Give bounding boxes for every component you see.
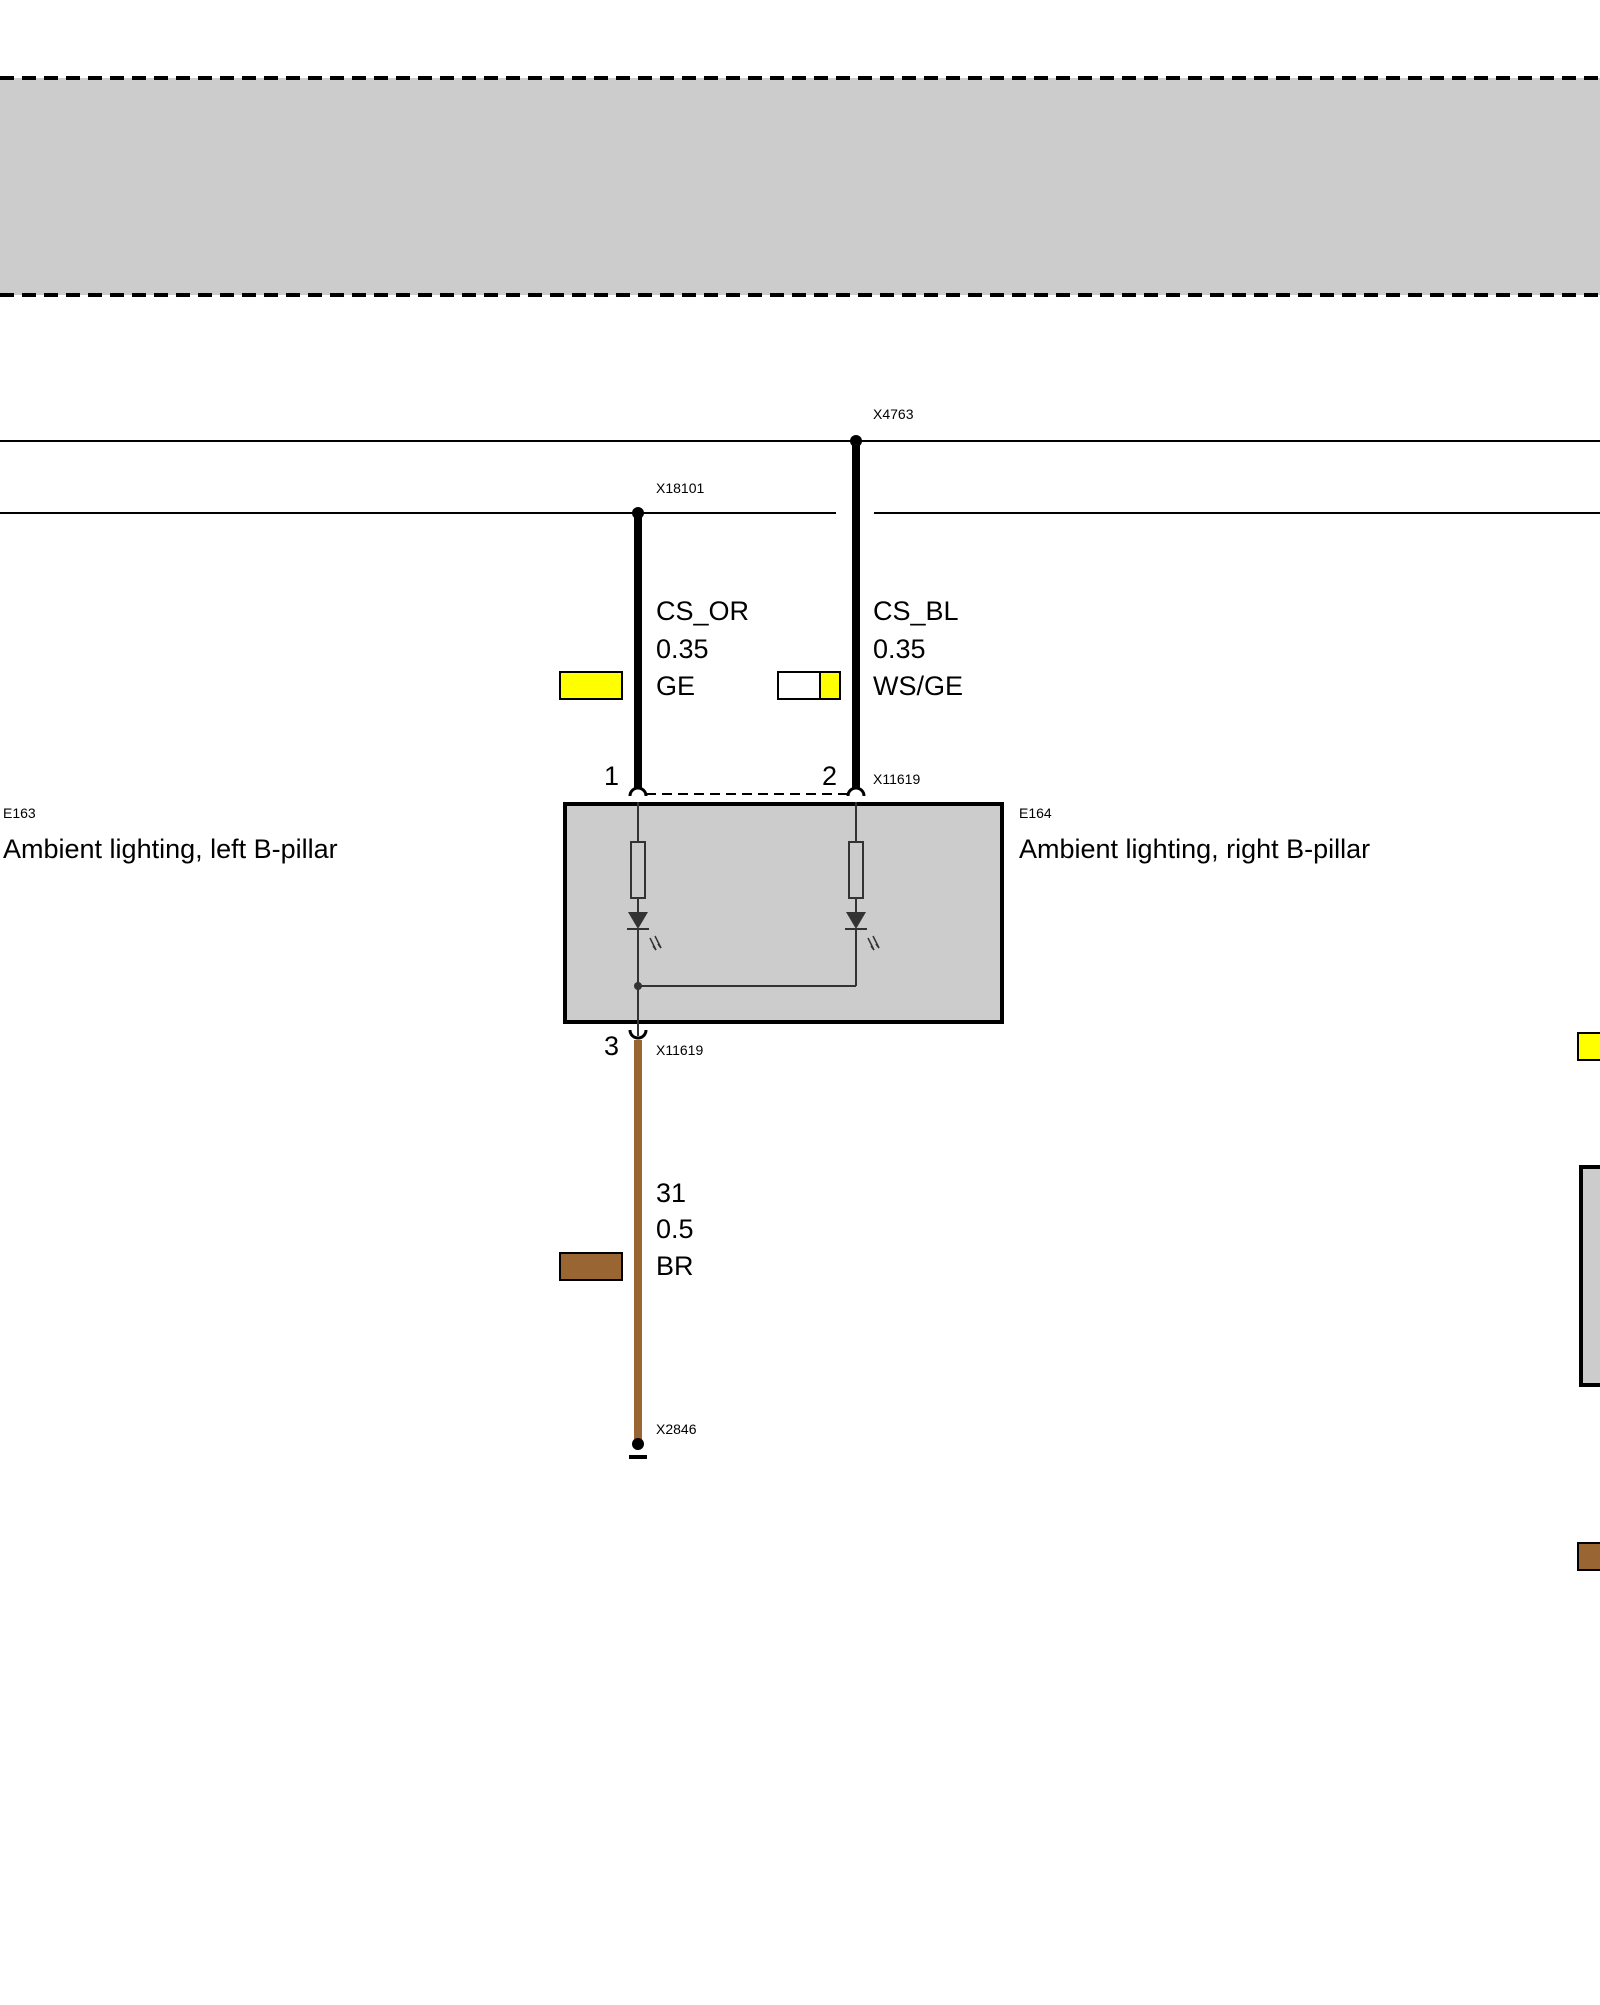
ground-x2846-label: X2846	[656, 1421, 697, 1437]
edge-swatch-yellow	[1577, 1032, 1600, 1061]
pin-3-label: 3	[604, 1031, 619, 1061]
resistor-right	[848, 841, 864, 899]
wire-cs-or-signal: CS_OR	[656, 596, 749, 626]
color-swatch-br	[559, 1252, 623, 1281]
led-right-icon	[845, 912, 880, 951]
color-swatch-ge	[559, 671, 623, 700]
wire-ground-signal: 31	[656, 1178, 686, 1208]
component-e163-label: Ambient lighting, left B-pillar	[3, 834, 338, 864]
pin-3-socket	[628, 1029, 648, 1040]
edge-swatch-brown	[1577, 1542, 1600, 1571]
top-band	[0, 78, 1600, 295]
internal-circuit	[630, 802, 864, 1036]
ground-x2846-dot	[632, 1438, 644, 1450]
wire-cs-bl-gauge: 0.35	[873, 634, 926, 664]
wire-cs-or-gauge: 0.35	[656, 634, 709, 664]
connector-bottom-id: X11619	[656, 1042, 703, 1058]
led-left-icon	[627, 912, 662, 951]
wire-cs-bl-color-code: WS/GE	[873, 671, 963, 701]
pin-1-label: 1	[604, 761, 619, 791]
color-swatch-ws-ge	[777, 671, 841, 700]
wire-ground-gauge: 0.5	[656, 1214, 694, 1244]
pin-1-socket	[628, 786, 648, 797]
component-e163-id: E163	[3, 805, 36, 821]
wire-cs-bl-signal: CS_BL	[873, 596, 959, 626]
pin-2-label: 2	[822, 761, 837, 791]
junction-x18101-label: X18101	[656, 480, 704, 496]
connector-top-id: X11619	[873, 771, 920, 787]
junction-x4763-label: X4763	[873, 406, 914, 422]
pin-2-socket	[846, 786, 866, 797]
edge-component-box	[1579, 1165, 1600, 1387]
internal-junction-dot	[634, 982, 642, 990]
component-e164-id: E164	[1019, 805, 1052, 821]
wire-cs-or-color-code: GE	[656, 671, 695, 701]
component-e164-label: Ambient lighting, right B-pillar	[1019, 834, 1370, 864]
resistor-left	[630, 841, 646, 899]
wire-ground-color-code: BR	[656, 1251, 694, 1281]
